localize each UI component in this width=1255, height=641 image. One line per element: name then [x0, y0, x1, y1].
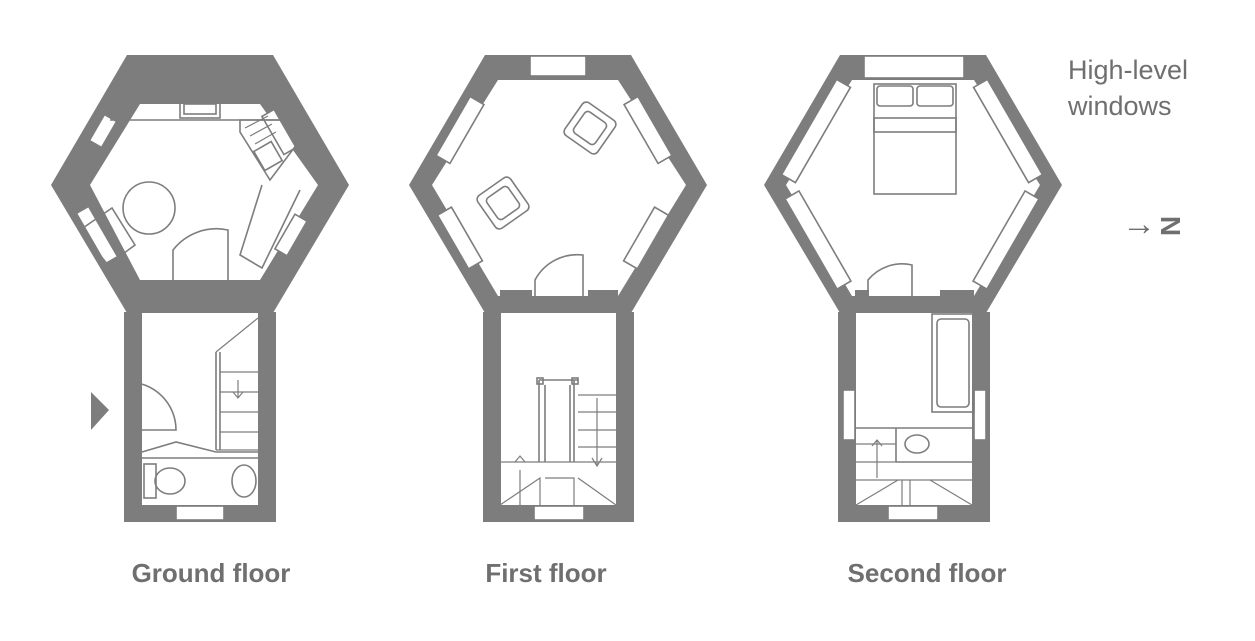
ground-floor-plan	[51, 55, 349, 522]
first-window-bottom	[533, 505, 585, 521]
second-window-top	[863, 55, 965, 79]
second-window-bottom	[887, 505, 939, 521]
first-window-ne	[622, 95, 674, 165]
ground-basin	[231, 464, 257, 498]
first-floor-label: First floor	[485, 558, 607, 588]
note-line-1: High-level	[1068, 55, 1189, 85]
second-window-se	[971, 189, 1041, 291]
ground-entrance-arrow	[91, 392, 109, 430]
ground-hex-walls	[51, 55, 349, 313]
ground-window-sw	[75, 205, 119, 265]
first-window-top	[529, 55, 587, 77]
north-letter: N	[1155, 215, 1187, 237]
second-floor-label: Second floor	[847, 558, 1007, 588]
high-level-windows-note: High-level windows	[1068, 52, 1228, 124]
north-indicator: →N	[1122, 205, 1186, 244]
first-armchair-2	[476, 176, 530, 230]
first-floor-plan	[409, 55, 707, 522]
second-floor-plan	[764, 55, 1062, 522]
ground-window-se	[273, 213, 309, 257]
north-arrow-icon: →	[1122, 205, 1156, 243]
note-line-2: windows	[1068, 91, 1172, 121]
ground-round-table	[122, 181, 176, 235]
second-double-bed	[873, 83, 957, 195]
ground-floor-label: Ground floor	[131, 558, 291, 588]
ground-window-bottom	[175, 505, 225, 521]
first-armchair-1	[563, 101, 617, 155]
second-window-nw	[780, 78, 852, 184]
first-window-sw	[436, 206, 484, 270]
first-hex-walls	[409, 55, 707, 313]
first-window-nw	[434, 95, 486, 165]
first-window-se	[622, 206, 670, 270]
ground-window-nw	[88, 113, 118, 149]
second-bathtub	[931, 313, 975, 413]
second-window-ne	[972, 78, 1044, 184]
second-window-sw	[783, 189, 853, 291]
